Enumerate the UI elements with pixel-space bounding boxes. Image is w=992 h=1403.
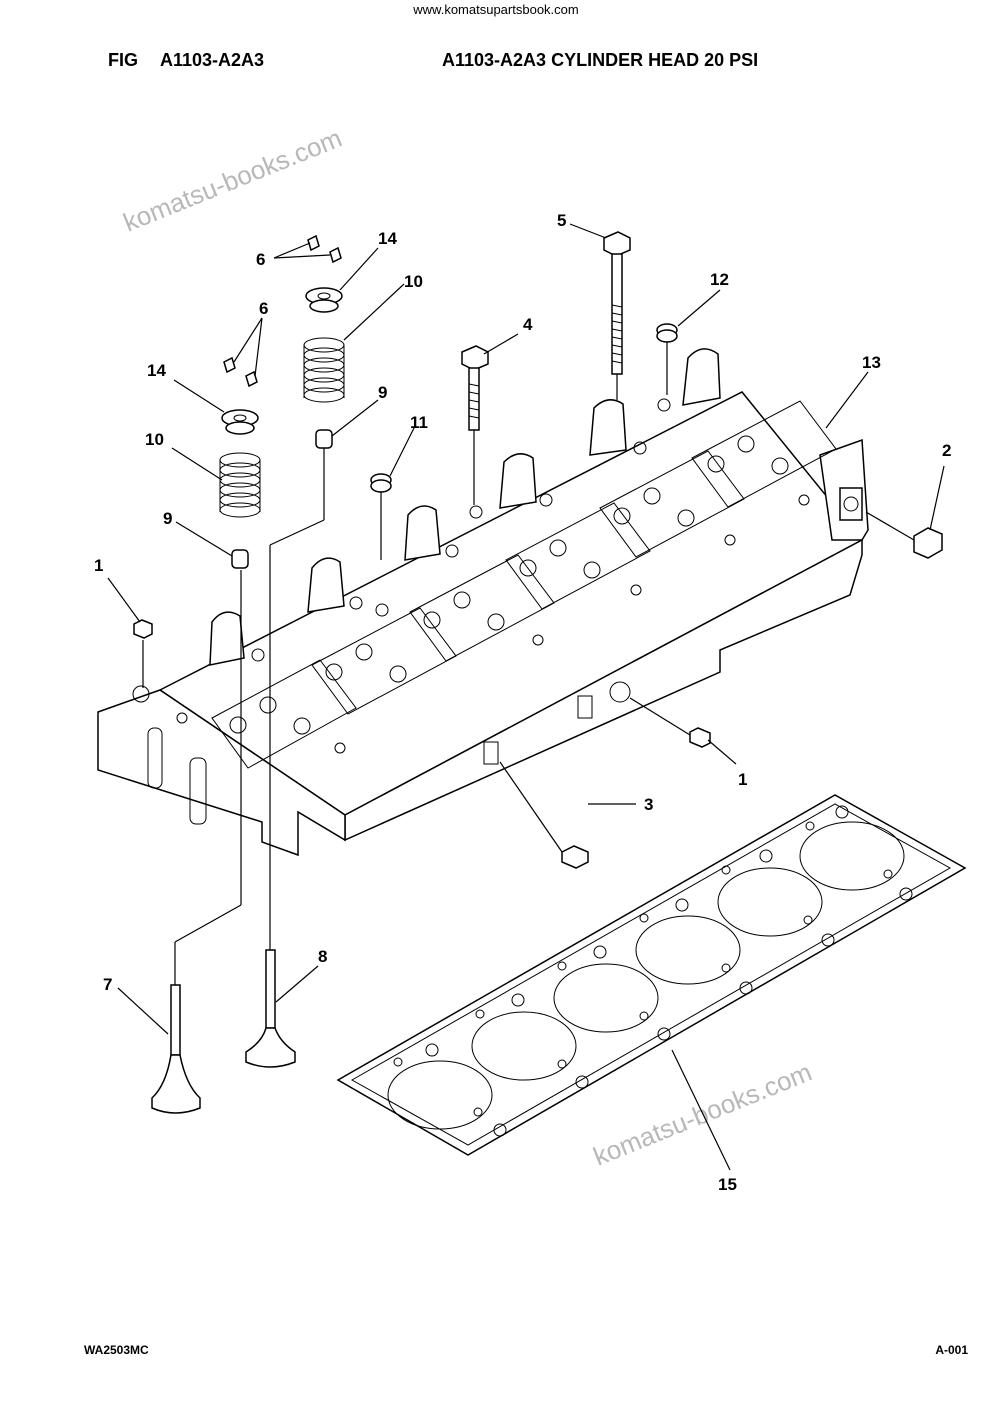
- cylinder-head: [97, 348, 869, 857]
- callout-14-left: 14: [147, 361, 166, 380]
- callout-14-right: 14: [378, 229, 397, 248]
- plug-left: [133, 619, 153, 688]
- figure-label: FIG A1103-A2A3: [108, 50, 264, 71]
- callout-15: 15: [718, 1175, 737, 1194]
- model-number: WA2503MC: [84, 1343, 149, 1357]
- watermark-top: komatsu-books.com: [119, 123, 346, 238]
- fig-code: A1103-A2A3: [160, 50, 265, 70]
- head-bolt-long: [603, 231, 631, 400]
- callout-6-mid: 6: [259, 299, 268, 318]
- plug-right: [629, 697, 711, 748]
- cylinder-pockets: [211, 400, 837, 769]
- rocker-pedestals: [209, 348, 721, 666]
- callout-3: 3: [644, 795, 653, 814]
- callout-5: 5: [557, 211, 566, 230]
- head-gasket: [336, 794, 967, 1156]
- callout-7: 7: [103, 975, 112, 994]
- fig-prefix: FIG: [108, 50, 138, 70]
- callout-1-left: 1: [94, 556, 103, 575]
- callout-13: 13: [862, 353, 881, 372]
- valve-train-left: [174, 356, 261, 985]
- callout-10-right: 10: [404, 272, 423, 291]
- exhaust-valve: [245, 949, 296, 1068]
- plug-side: [499, 761, 589, 869]
- head-bolt-holes: [176, 398, 810, 754]
- callout-12: 12: [710, 270, 729, 289]
- valve-train-right: [269, 234, 345, 950]
- callout-8: 8: [318, 947, 327, 966]
- callouts: 1 1 2 3 4 5 6 6 7 8 9 9 10 10 11 12 13 1…: [94, 211, 951, 1194]
- callout-9-left: 9: [163, 509, 172, 528]
- callout-9-right: 9: [378, 383, 387, 402]
- figure-title: A1103-A2A3 CYLINDER HEAD 20 PSI: [442, 50, 759, 70]
- page-number: A-001: [935, 1343, 968, 1357]
- site-url: www.komatsupartsbook.com: [413, 2, 579, 17]
- valve-seats: [229, 435, 789, 735]
- plug-end: [865, 511, 943, 559]
- leader-lines: [107, 223, 945, 1171]
- intake-valve: [151, 984, 201, 1114]
- washer-12: [656, 323, 678, 395]
- callout-1-right: 1: [738, 770, 747, 789]
- callout-4: 4: [523, 315, 533, 334]
- callout-2: 2: [942, 441, 951, 460]
- callout-11: 11: [410, 413, 428, 432]
- callout-6-top: 6: [256, 250, 265, 269]
- head-bolt-short: [461, 345, 489, 505]
- callout-10-left: 10: [145, 430, 164, 449]
- washer-11: [370, 473, 392, 560]
